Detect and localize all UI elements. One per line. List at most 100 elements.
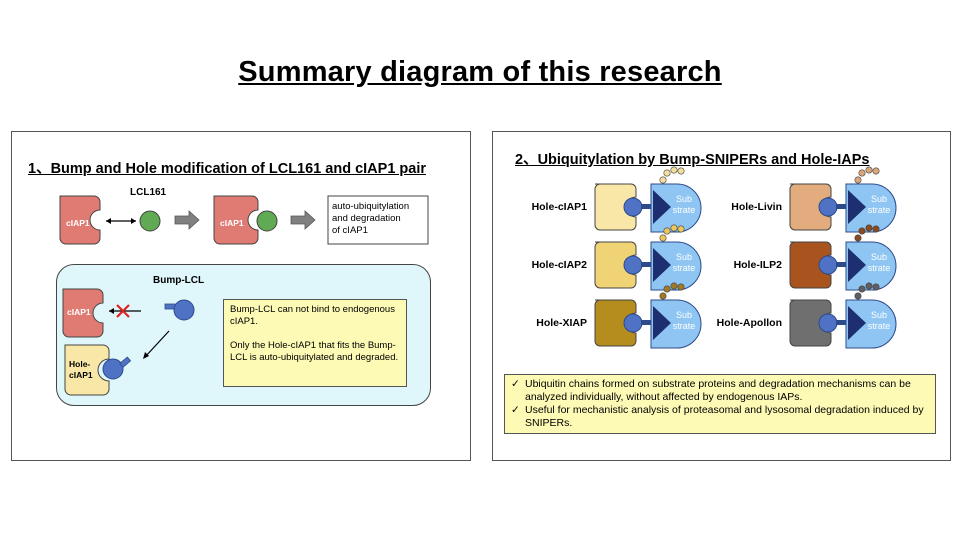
bullet-2: ✓ Useful for mechanistic analysis of pro… [511, 404, 929, 430]
linker [641, 320, 653, 325]
ubiquitin-bead [663, 169, 671, 177]
result-line-3: of cIAP1 [332, 225, 368, 236]
panel-ubiquitylation: 2、Ubiquitylation by Bump-SNIPERs and Hol… [492, 131, 951, 461]
check-icon: ✓ [511, 378, 520, 390]
panel-bump-hole: 1、Bump and Hole modification of LCL161 a… [11, 131, 471, 461]
ubiquitin-bead [663, 227, 671, 235]
ubiquitin-bead [872, 167, 880, 175]
bump-ligand [623, 255, 643, 275]
hole-iap-shape [789, 241, 832, 289]
result-text: auto-ubiquitylation and degradation of c… [332, 201, 409, 237]
ubiquitin-bead [865, 224, 873, 232]
bullet-1-text: Ubiquitin chains formed on substrate pro… [525, 378, 911, 403]
bump-lcl-bound [102, 358, 124, 380]
ubiquitin-bead [854, 234, 862, 242]
binding-wedge [848, 306, 866, 340]
ubiquitin-bead [865, 282, 873, 290]
left-diagram-svg [59, 195, 429, 245]
linker [641, 262, 653, 267]
linker [836, 320, 848, 325]
result-line-2: and degradation [332, 213, 401, 224]
enzyme-group [789, 282, 897, 349]
ubiquitin-bead [670, 224, 678, 232]
hole-iap-shape [789, 299, 832, 347]
bump-hole-inset: cIAP1 Bump-LCL Hole- cIAP1 Bump-LCL can … [56, 264, 431, 406]
ubiquitin-bead [872, 283, 880, 291]
hole-iap-shape [594, 183, 637, 231]
inset-ciap1-shape [62, 288, 104, 338]
ubiquitin-bead [663, 285, 671, 293]
binding-wedge [848, 248, 866, 282]
ubiquitin-bead [659, 176, 667, 184]
enzyme-label: Hole-cIAP1 [531, 201, 587, 213]
ciap1-shape-a [59, 195, 101, 245]
ciap1-shape-b [213, 195, 259, 245]
result-box [327, 195, 429, 245]
inset-note-box: Bump-LCL can not bind to endogenous cIAP… [223, 299, 407, 387]
bullet-1: ✓ Ubiquitin chains formed on substrate p… [511, 378, 929, 404]
note-line-2: Only the Hole-cIAP1 that fits the Bump-L… [230, 340, 399, 363]
check-icon: ✓ [511, 404, 520, 416]
enzyme-label: Hole-cIAP2 [531, 259, 587, 271]
hole-iap-shape [594, 299, 637, 347]
panel-heading-right: 2、Ubiquitylation by Bump-SNIPERs and Hol… [515, 152, 870, 168]
inset-ciap1-label: cIAP1 [67, 307, 91, 317]
ubiquitin-bead [858, 169, 866, 177]
ubiquitin-bead [659, 234, 667, 242]
linker [836, 262, 848, 267]
bump-ligand [818, 313, 838, 333]
ubiquitin-bead [670, 166, 678, 174]
panel-heading-left: 1、Bump and Hole modification of LCL161 a… [28, 161, 426, 177]
enzyme-group [594, 282, 702, 349]
lcl161-molecule [139, 210, 161, 232]
bump-lcl-label: Bump-LCL [153, 275, 205, 286]
conclusion-box: ✓ Ubiquitin chains formed on substrate p… [504, 374, 936, 434]
enzyme-group [594, 166, 702, 233]
enzyme-label: Hole-XIAP [536, 317, 587, 329]
bump-ligand [818, 255, 838, 275]
hole-iap-shape [594, 241, 637, 289]
binding-wedge [848, 190, 866, 224]
enzyme-diagram-svg [594, 166, 897, 349]
ciap1-label-a: cIAP1 [66, 218, 90, 228]
note-line-1: Bump-LCL can not bind to endogenous cIAP… [230, 304, 395, 327]
bump-ligand [818, 197, 838, 217]
substrate-shape [650, 299, 702, 349]
page-title: Summary diagram of this research [238, 56, 722, 88]
hole-ciap1-label: Hole- cIAP1 [69, 359, 93, 381]
gray-arrow-1 [174, 210, 200, 230]
enzyme-label: Hole-ILP2 [733, 259, 782, 271]
substrate-shape [845, 299, 897, 349]
ubiquitin-bead [670, 282, 678, 290]
ubiquitin-bead [854, 292, 862, 300]
enzyme-label: Hole-Apollon [716, 317, 782, 329]
enzyme-group [789, 166, 897, 233]
bullet-2-text: Useful for mechanistic analysis of prote… [525, 404, 924, 429]
inset-diagram-svg [62, 288, 195, 396]
ubiquitin-bead [872, 225, 880, 233]
enzyme-label: Hole-Livin [731, 201, 782, 213]
binding-wedge [653, 306, 671, 340]
binding-wedge [653, 190, 671, 224]
linker [836, 204, 848, 209]
hole-label-line2: cIAP1 [69, 370, 93, 380]
ubiquitin-bead [677, 225, 685, 233]
ubiquitin-bead [858, 285, 866, 293]
result-line-1: auto-ubiquitylation [332, 201, 410, 212]
hole-label-line1: Hole- [69, 359, 91, 369]
enzyme-group [594, 224, 702, 291]
hole-iap-shape [789, 183, 832, 231]
ciap1-label-b: cIAP1 [220, 218, 244, 228]
bump-lcl-molecule [173, 299, 195, 321]
enzyme-group [789, 224, 897, 291]
ubiquitin-bead [858, 227, 866, 235]
binding-wedge [653, 248, 671, 282]
ubiquitin-bead [659, 292, 667, 300]
diagonal-arrow [144, 330, 170, 358]
